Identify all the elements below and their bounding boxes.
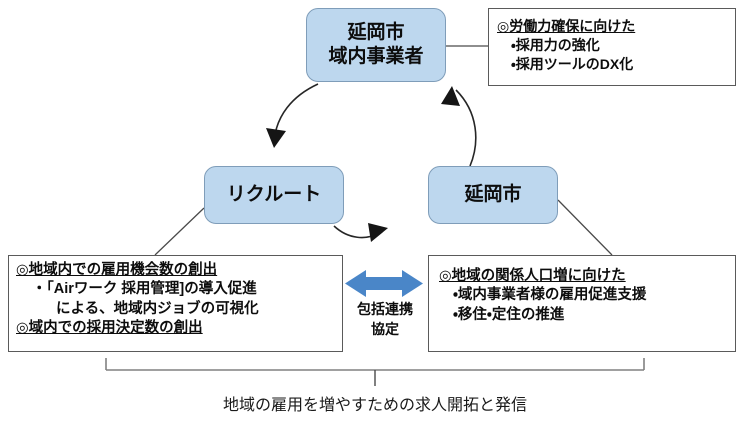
cycle-arrow-top-to-left (266, 83, 319, 148)
partnership-double-arrow (345, 270, 423, 297)
node-recruit[interactable]: リクルート (204, 166, 344, 224)
leader-right-node-to-box (557, 199, 613, 256)
callout-workforce-item-1: ・採用力の強化 (511, 36, 600, 53)
callout-city-heading: ◎地域の関係人口増に向けた (439, 268, 626, 284)
node-nobeoka-businesses-line2: 域内事業者 (328, 46, 424, 67)
node-nobeoka-businesses-line1: 延岡市 (347, 21, 405, 43)
leader-left-node-to-box (154, 207, 205, 256)
node-nobeoka-city[interactable]: 延岡市 (428, 166, 558, 224)
callout-workforce-heading: ◎労働力確保に向けた (497, 18, 636, 34)
bottom-brace (105, 358, 645, 386)
callout-city-item-1: ・域内事業者様の雇用促進支援 (453, 287, 647, 304)
bottom-caption: 地域の雇用を増やすための求人開拓と発信 (222, 397, 527, 414)
callout-recruit-heading-2: ◎域内での採用決定数の創出 (16, 320, 203, 337)
partnership-label-line-1: 包括連携 (357, 301, 413, 317)
node-nobeoka-businesses[interactable]: 延岡市 域内事業者 (306, 8, 446, 82)
callout-box-city-measures: ◎地域の関係人口増に向けた ・域内事業者様の雇用促進支援 ・移住・定住の推進 (428, 255, 736, 352)
callout-box-recruit-measures: ◎地域内での雇用機会数の創出 ・「Airワーク 採用管理]の導入促進 による、地… (8, 255, 343, 352)
callout-city-item-2: ・移住・定住の推進 (453, 306, 565, 323)
callout-recruit-item-1-line-2: による、地域内ジョブの可視化 (56, 300, 259, 317)
cycle-arrow-right-to-top (441, 86, 477, 167)
callout-box-workforce: ◎労働力確保に向けた ・採用力の強化 ・採用ツールのDX化 (488, 8, 736, 86)
callout-workforce-item-2: ・採用ツールのDX化 (511, 55, 634, 72)
partnership-label-line-2: 協定 (371, 320, 399, 337)
callout-recruit-item-1-line-1: ・「Airワーク 採用管理]の導入促進 (32, 281, 257, 298)
cycle-arrow-left-to-right (333, 223, 388, 242)
partnership-agreement-label: 包括連携 協定 (346, 300, 424, 340)
node-recruit-label: リクルート (226, 183, 322, 205)
callout-recruit-heading-1: ◎地域内での雇用機会数の創出 (16, 262, 218, 278)
node-nobeoka-city-label: 延岡市 (464, 183, 522, 205)
